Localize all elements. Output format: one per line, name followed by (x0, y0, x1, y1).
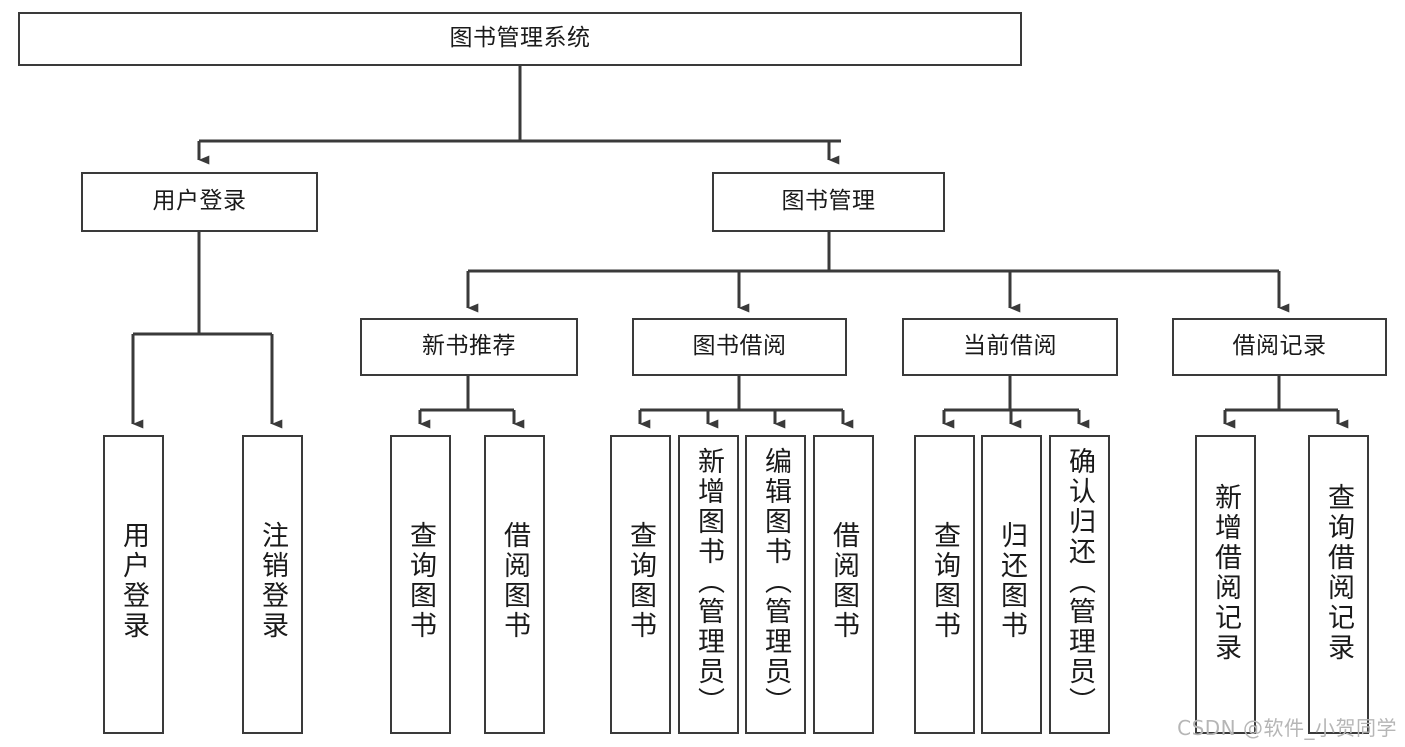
node-leaf-add-book[interactable]: 新增图书（管理员） (678, 435, 739, 734)
node-leaf-query-book-1[interactable]: 查询图书 (390, 435, 451, 734)
node-leaf-user-login[interactable]: 用户登录 (103, 435, 164, 734)
node-root-label: 图书管理系统 (449, 25, 591, 52)
node-borrow-record-label: 借阅记录 (1232, 333, 1327, 360)
node-user-login[interactable]: 用户登录 (81, 172, 318, 232)
node-book-manage-label: 图书管理 (781, 188, 876, 215)
node-leaf-query-book-3-label: 查询图书 (929, 521, 960, 641)
node-leaf-query-record-label: 查询借阅记录 (1323, 483, 1354, 663)
node-book-borrow[interactable]: 图书借阅 (632, 318, 847, 376)
node-leaf-borrow-book-1[interactable]: 借阅图书 (484, 435, 545, 734)
node-new-book-rec[interactable]: 新书推荐 (360, 318, 578, 376)
node-leaf-borrow-book-2-label: 借阅图书 (828, 521, 859, 641)
node-book-borrow-label: 图书借阅 (692, 333, 787, 360)
node-leaf-query-record[interactable]: 查询借阅记录 (1308, 435, 1369, 734)
node-leaf-return-book-label: 归还图书 (996, 521, 1027, 641)
node-leaf-query-book-1-label: 查询图书 (405, 521, 436, 641)
node-leaf-return-book[interactable]: 归还图书 (981, 435, 1042, 734)
node-leaf-logout[interactable]: 注销登录 (242, 435, 303, 734)
node-user-login-label: 用户登录 (152, 188, 247, 215)
node-leaf-borrow-book-2[interactable]: 借阅图书 (813, 435, 874, 734)
node-current-borrow-label: 当前借阅 (963, 333, 1057, 360)
node-leaf-query-book-2[interactable]: 查询图书 (610, 435, 671, 734)
csdn-watermark: CSDN @软件_小贺同学 (1177, 716, 1397, 740)
node-new-book-rec-label: 新书推荐 (422, 333, 516, 360)
node-root[interactable]: 图书管理系统 (18, 12, 1022, 66)
node-leaf-confirm-return[interactable]: 确认归还（管理员） (1049, 435, 1110, 734)
node-leaf-query-book-3[interactable]: 查询图书 (914, 435, 975, 734)
node-leaf-add-book-label: 新增图书（管理员） (693, 447, 724, 717)
node-leaf-borrow-book-1-label: 借阅图书 (499, 521, 530, 641)
node-book-manage[interactable]: 图书管理 (712, 172, 945, 232)
node-leaf-logout-label: 注销登录 (257, 521, 288, 641)
node-leaf-edit-book-label: 编辑图书（管理员） (760, 447, 791, 717)
node-leaf-add-record-label: 新增借阅记录 (1210, 483, 1241, 663)
node-current-borrow[interactable]: 当前借阅 (902, 318, 1118, 376)
node-leaf-add-record[interactable]: 新增借阅记录 (1195, 435, 1256, 734)
node-leaf-query-book-2-label: 查询图书 (625, 521, 656, 641)
node-leaf-confirm-return-label: 确认归还（管理员） (1064, 447, 1095, 717)
node-borrow-record[interactable]: 借阅记录 (1172, 318, 1387, 376)
node-leaf-user-login-label: 用户登录 (118, 521, 149, 641)
node-leaf-edit-book[interactable]: 编辑图书（管理员） (745, 435, 806, 734)
